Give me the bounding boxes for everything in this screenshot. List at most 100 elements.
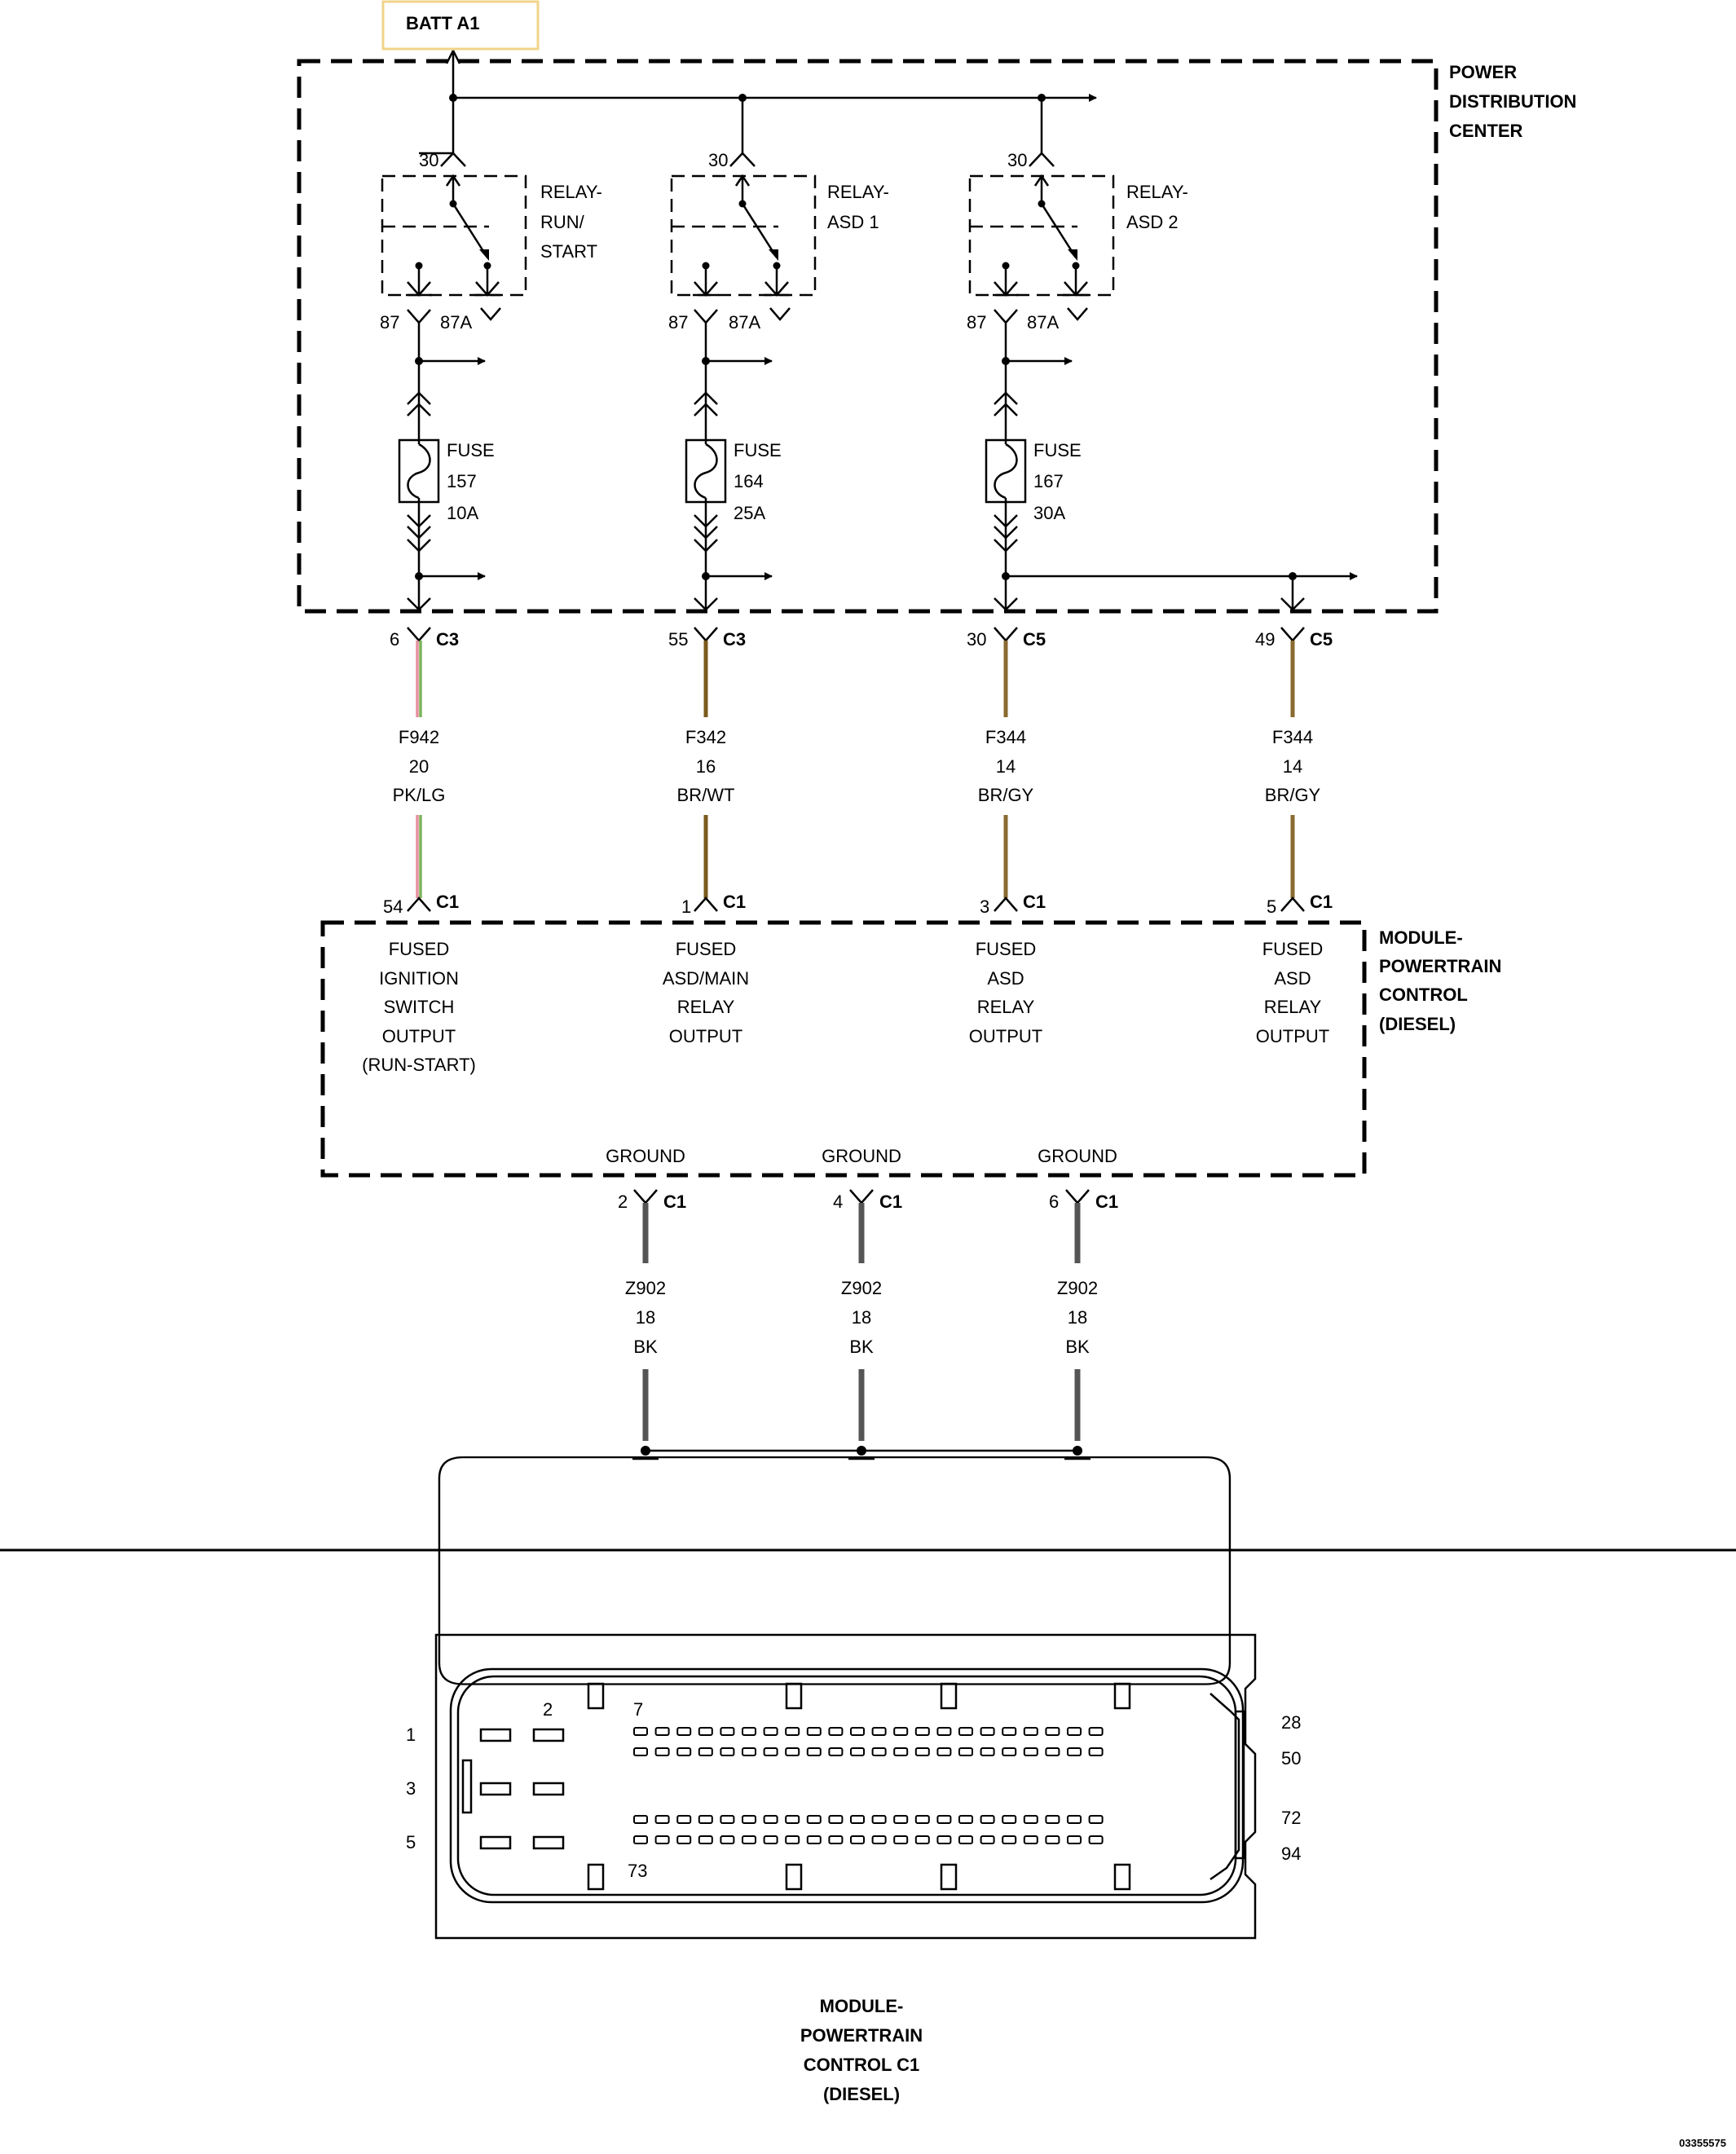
ground-circuit-4: GROUND 4 C1 Z902 18 BK — [822, 1146, 902, 1460]
wire-gauge: 20 — [409, 756, 429, 777]
fuse-branch-164: FUSE 164 25A — [685, 323, 782, 611]
signal-pin — [1067, 1747, 1082, 1756]
batt-label: BATT A1 — [406, 13, 479, 33]
pdc-label-3: CENTER — [1449, 121, 1523, 141]
ground-label: GROUND — [606, 1146, 685, 1166]
fuse-label: FUSE — [734, 440, 782, 460]
top-pin: 30 — [967, 629, 986, 650]
signal-pin — [763, 1727, 778, 1736]
relay-pin-87-label: 87 — [668, 312, 688, 333]
signal-pin — [698, 1727, 713, 1736]
signal-pin — [633, 1747, 648, 1756]
function-text: FUSED — [976, 939, 1037, 959]
fuse-rating: 30A — [1033, 503, 1065, 523]
signal-pin — [742, 1815, 756, 1824]
signal-pin — [893, 1815, 909, 1824]
signal-pin — [893, 1835, 909, 1844]
signal-pin — [742, 1747, 756, 1756]
relay-label-1: RELAY- — [1126, 182, 1188, 202]
signal-pin — [958, 1815, 973, 1824]
bottom-pin: 5 — [1267, 896, 1276, 917]
pin-label-right: 28 — [1281, 1712, 1301, 1733]
bottom-pin: 54 — [383, 896, 403, 917]
signal-pin — [785, 1815, 800, 1824]
circuit-id: F342 — [685, 727, 726, 747]
wire-color: BR/WT — [677, 785, 735, 805]
pin-label-right: 72 — [1281, 1808, 1301, 1828]
relay-label-1: RELAY- — [827, 182, 889, 202]
pin-label-left: 3 — [406, 1778, 416, 1799]
signal-pin — [654, 1835, 670, 1844]
signal-pin — [828, 1727, 844, 1736]
circuit-id: F344 — [1272, 727, 1313, 747]
signal-pin — [742, 1727, 756, 1736]
signal-pin — [785, 1835, 800, 1844]
fuse-167 — [985, 438, 1027, 504]
signal-pin — [1023, 1747, 1038, 1756]
signal-pin — [698, 1747, 713, 1756]
pcm-label-3: CONTROL — [1379, 984, 1468, 1005]
signal-pin — [1023, 1835, 1038, 1844]
pin-label-right: 50 — [1281, 1748, 1301, 1769]
top-pin: 6 — [390, 629, 399, 650]
signal-pin — [936, 1835, 952, 1844]
relay-label-2: ASD 1 — [827, 212, 879, 232]
circuit-id: F942 — [399, 727, 439, 747]
function-text: RELAY — [677, 997, 735, 1017]
signal-pin — [936, 1727, 952, 1736]
relay-label-3: START — [540, 241, 597, 262]
signal-pin — [654, 1747, 670, 1756]
fuse-164 — [685, 438, 727, 504]
signal-pin — [1088, 1747, 1104, 1756]
wire-color: BR/GY — [1265, 785, 1321, 805]
ground-gauge: 18 — [852, 1307, 871, 1328]
signal-pin — [980, 1747, 995, 1756]
signal-pin — [806, 1727, 822, 1736]
ground-gauge: 18 — [1068, 1307, 1087, 1328]
signal-pin — [850, 1727, 865, 1736]
signal-pin — [1045, 1747, 1060, 1756]
signal-pin — [936, 1815, 952, 1824]
signal-pin — [850, 1747, 865, 1756]
signal-pin — [633, 1815, 648, 1824]
fuse-number: 167 — [1033, 471, 1064, 491]
signal-pin — [958, 1727, 973, 1736]
pdc-label-2: DISTRIBUTION — [1449, 91, 1576, 112]
function-text: RELAY — [1264, 997, 1322, 1017]
signal-pin — [1088, 1815, 1104, 1824]
pin-label-top: 2 — [543, 1699, 553, 1720]
pcm-label-2: POWERTRAIN — [1379, 956, 1501, 976]
fuse-branch-157: FUSE 157 10A — [398, 323, 495, 611]
function-text: (RUN-START) — [362, 1055, 476, 1075]
connector-caption-2: POWERTRAIN — [800, 2025, 923, 2046]
signal-pin — [936, 1747, 952, 1756]
ground-circuit-id: Z902 — [841, 1278, 882, 1298]
relay-label-1: RELAY- — [540, 182, 602, 202]
connector-caption-4: (DIESEL) — [823, 2084, 900, 2104]
circuit-f942: 6 C3 F942 20 PK/LG 54 C1 — [383, 627, 459, 917]
bottom-connector: C1 — [1310, 892, 1333, 912]
signal-pin — [720, 1835, 735, 1844]
ground-pin: 2 — [618, 1192, 628, 1212]
wire-color: PK/LG — [393, 785, 446, 805]
pin-label-right: 94 — [1281, 1843, 1301, 1864]
ground-connector: C1 — [1095, 1192, 1118, 1212]
ground-label: GROUND — [1038, 1146, 1117, 1166]
relay-pin-87-label: 87 — [380, 312, 399, 333]
ground-color: BK — [849, 1337, 874, 1357]
bottom-pin: 3 — [980, 896, 989, 917]
signal-pin — [1088, 1835, 1104, 1844]
ground-circuit-id: Z902 — [1057, 1278, 1098, 1298]
pcm-label-4: (DIESEL) — [1379, 1014, 1456, 1034]
large-power-pins — [479, 1728, 565, 1850]
signal-pin — [958, 1835, 973, 1844]
relay-pin-30-label: 30 — [708, 150, 728, 170]
fuse-label: FUSE — [447, 440, 495, 460]
function-text: SWITCH — [384, 997, 455, 1017]
pin-label-left: 5 — [406, 1832, 416, 1852]
signal-pin — [850, 1835, 865, 1844]
circuit-f342: 55 C3 F342 16 BR/WT 1 C1 — [668, 627, 746, 917]
pcm-c1-connector-face: 1 3 5 2 7 73 28 50 72 94 — [406, 1456, 1301, 1940]
function-text: ASD — [987, 968, 1024, 989]
function-text: OUTPUT — [669, 1026, 742, 1046]
